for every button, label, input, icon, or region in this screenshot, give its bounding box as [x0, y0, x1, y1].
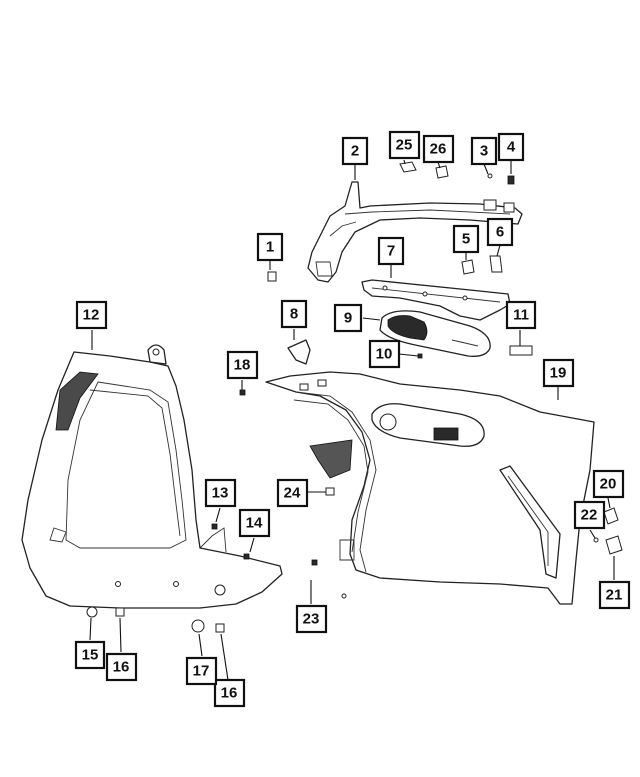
part-16b-clip	[215, 623, 225, 633]
svg-text:18: 18	[234, 357, 251, 374]
svg-text:7: 7	[387, 243, 395, 260]
callout-4: 4	[497, 132, 525, 162]
part-16a-clip	[115, 607, 125, 617]
callout-1: 1	[256, 232, 284, 262]
callout-2: 2	[341, 136, 369, 166]
svg-text:6: 6	[496, 224, 504, 241]
svg-text:1: 1	[266, 239, 274, 256]
part-25-clip	[399, 161, 417, 173]
part-10-clip	[417, 353, 423, 359]
svg-text:14: 14	[246, 515, 263, 532]
svg-text:13: 13	[212, 485, 229, 502]
svg-text:10: 10	[376, 346, 393, 363]
callout-19: 19	[542, 358, 575, 388]
part-1-clip	[267, 271, 277, 282]
callout-3: 3	[470, 136, 498, 166]
callout-14: 14	[238, 508, 271, 538]
callout-13: 13	[204, 478, 237, 508]
part-22-screw	[593, 537, 599, 543]
svg-text:16: 16	[221, 685, 238, 702]
callout-22: 22	[573, 500, 606, 530]
part-11-switch	[509, 345, 533, 356]
part-8-cover	[287, 339, 311, 365]
callout-16b: 16	[213, 678, 246, 708]
callout-5: 5	[452, 224, 480, 254]
svg-text:19: 19	[550, 365, 567, 382]
callout-16a: 16	[105, 652, 138, 682]
callout-25: 25	[388, 130, 421, 160]
part-4-clip	[507, 175, 515, 185]
callout-18: 18	[226, 350, 259, 380]
svg-text:21: 21	[606, 587, 623, 604]
part-13-clip	[211, 523, 218, 530]
part-26-clip	[435, 165, 449, 179]
svg-text:24: 24	[284, 485, 301, 502]
svg-text:11: 11	[513, 307, 529, 324]
part-19-quarter-panel	[265, 371, 595, 605]
svg-text:4: 4	[507, 139, 516, 156]
part-14-clip	[243, 553, 250, 560]
leader-lines	[89, 159, 615, 681]
callout-15: 15	[74, 640, 106, 670]
svg-text:12: 12	[83, 307, 100, 324]
callout-9: 9	[333, 303, 363, 333]
part-20-clip	[603, 507, 619, 525]
svg-text:20: 20	[600, 476, 617, 493]
callout-10: 10	[368, 339, 401, 369]
svg-text:9: 9	[344, 310, 352, 327]
svg-text:26: 26	[430, 141, 447, 158]
svg-text:17: 17	[193, 663, 210, 680]
svg-text:2: 2	[351, 143, 359, 160]
svg-text:16: 16	[113, 659, 130, 676]
svg-text:23: 23	[303, 611, 320, 628]
callout-21: 21	[598, 580, 631, 610]
part-18-clip	[239, 389, 246, 396]
callout-7: 7	[377, 236, 405, 266]
part-17-plug	[191, 619, 205, 633]
part-15-plug	[86, 606, 98, 618]
callout-17: 17	[185, 656, 218, 686]
svg-text:8: 8	[290, 306, 298, 323]
part-9-speaker-grille	[379, 310, 491, 357]
svg-text:15: 15	[82, 647, 99, 664]
svg-text:25: 25	[396, 137, 413, 154]
part-23-screw	[341, 593, 347, 599]
part-5-clip	[461, 259, 475, 275]
callout-23: 23	[295, 604, 328, 634]
callout-24: 24	[276, 478, 309, 508]
svg-text:5: 5	[462, 231, 470, 248]
part-23-clip	[311, 559, 318, 566]
svg-text:3: 3	[480, 143, 488, 160]
part-3-screw	[487, 173, 493, 179]
part-6-clip	[489, 255, 503, 273]
part-2-upper-trim	[307, 181, 523, 283]
callout-12: 12	[75, 300, 108, 330]
callout-8: 8	[280, 299, 308, 329]
part-7-bracket-bar	[361, 279, 511, 321]
callout-20: 20	[592, 469, 625, 499]
svg-text:22: 22	[581, 507, 598, 524]
callout-6: 6	[486, 217, 514, 247]
fasteners	[86, 161, 623, 633]
part-12-left-pillar	[21, 344, 283, 609]
part-24-bracket	[309, 439, 353, 496]
callout-26: 26	[422, 134, 455, 164]
part-21-clip	[605, 535, 623, 555]
callout-11: 11	[505, 300, 537, 330]
